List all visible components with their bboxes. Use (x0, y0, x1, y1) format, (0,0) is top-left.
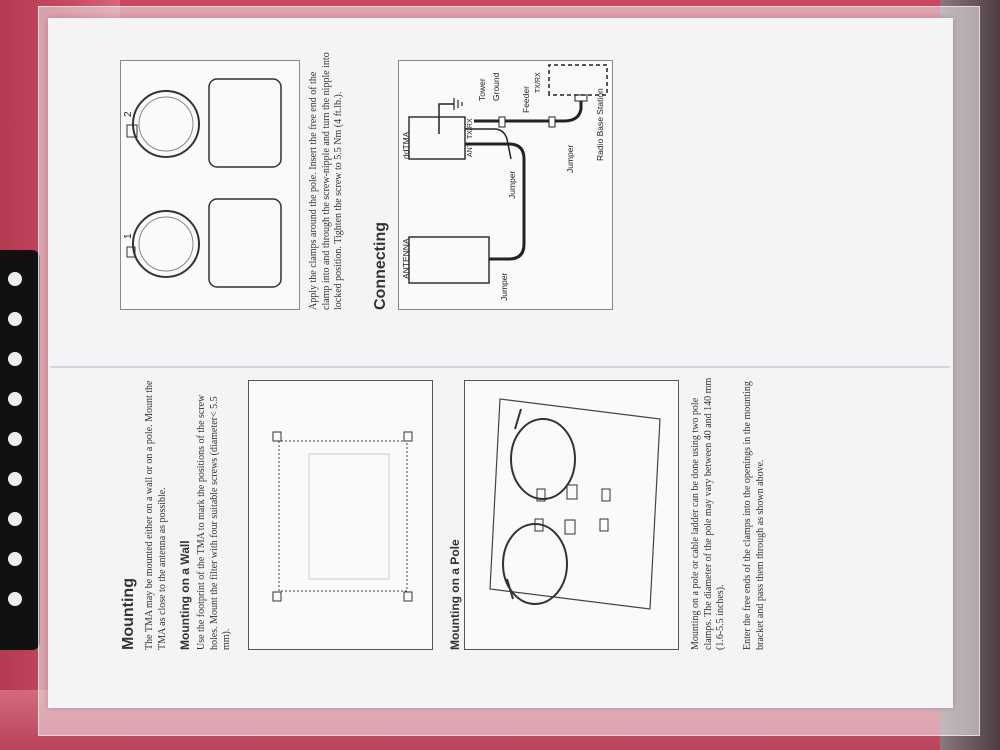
binder-hole (8, 552, 22, 566)
ground-label: Ground (491, 72, 501, 101)
connection-diagram-lines (408, 64, 608, 284)
wall-text: Use the footprint of the TMA to mark the… (196, 394, 232, 650)
clamp-step-2-label: 2 (123, 111, 134, 117)
binder-hole (8, 352, 22, 366)
wall-footprint-drawing (272, 431, 413, 602)
binder-hole (8, 592, 22, 606)
pole-heading: Mounting on a Pole (448, 539, 462, 650)
wall-heading: Mounting on a Wall (178, 540, 192, 650)
pole-text-1: Mounting on a pole or cable ladder can b… (690, 377, 726, 650)
pole-clamp-drawing (489, 398, 661, 610)
mounting-intro: The TMA may be mounted either on a wall … (144, 380, 168, 650)
binder-hole (8, 432, 22, 446)
pole-mount-figure (464, 380, 679, 650)
antenna-label: ANTENNA (401, 238, 411, 279)
feeder-label: Feeder (521, 86, 531, 113)
pole-text-2: Enter the free ends of the clamps into t… (742, 381, 766, 650)
binder-hole (8, 312, 22, 326)
jumper-label-3: Jumper (565, 144, 575, 173)
binder-hole (8, 392, 22, 406)
rotated-page-content: Mounting The TMA may be mounted either o… (80, 40, 965, 690)
clamp-text: Apply the clamps around the pole. Insert… (308, 52, 344, 310)
connection-diagram: ANTENNA ddTMA Jumper Jumper Jumper ANT T… (398, 60, 613, 310)
clamp-steps-figure: 1 2 (120, 60, 300, 310)
clamp-step-1-label: 1 (123, 233, 134, 239)
radio-base-station-label: Radio Base Station (595, 88, 605, 161)
mounting-heading: Mounting (120, 578, 137, 650)
jumper-label-2: Jumper (507, 170, 517, 199)
wall-mount-figure (248, 380, 433, 650)
binder-hole (8, 472, 22, 486)
base-station-txrx-label: TX/RX (535, 72, 542, 93)
connecting-heading: Connecting (372, 222, 389, 310)
binder-strip (0, 250, 40, 650)
ddtma-txrx-port-label: TX/RX (467, 118, 474, 139)
clamp-steps-drawing (126, 78, 282, 288)
jumper-label-1: Jumper (499, 272, 509, 301)
binder-hole (8, 512, 22, 526)
ddtma-label: ddTMA (401, 131, 411, 159)
ant-port-label: ANT (467, 143, 474, 157)
binder-hole (8, 272, 22, 286)
page-fold (50, 366, 950, 368)
tower-label: Tower (477, 78, 487, 101)
